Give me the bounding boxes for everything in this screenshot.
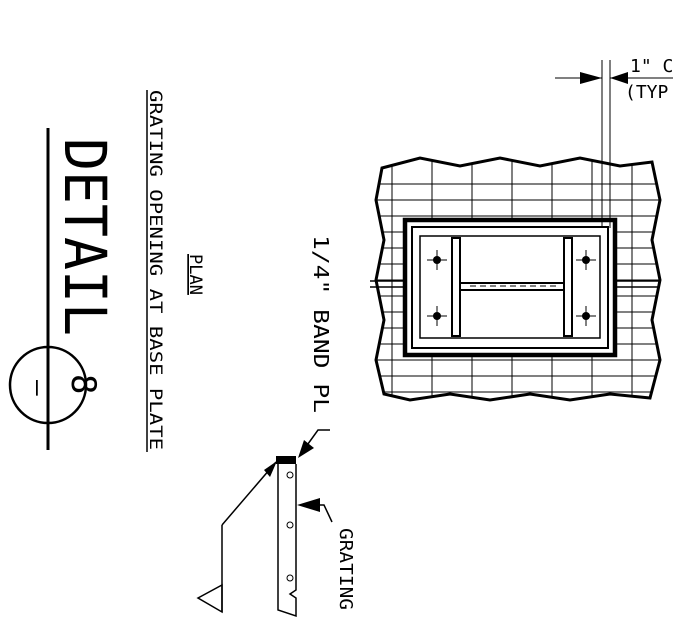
grating-opening	[402, 217, 618, 358]
clearance-label: 1" C	[630, 56, 673, 77]
band-plate-arrow	[298, 440, 314, 458]
grating-arrow	[297, 498, 320, 512]
band-plate-section	[276, 456, 296, 464]
anchor-bolt	[427, 250, 447, 270]
dimension-arrow	[580, 72, 602, 84]
grating-break-outline	[374, 156, 662, 402]
clearance-dimension: 1" C (TYP	[555, 56, 673, 228]
detail-bubble	[8, 345, 88, 425]
anchor-bolt	[427, 306, 447, 326]
band-plate-label: 1/4" BAND PL	[309, 235, 333, 413]
grating-label: GRATING	[335, 528, 356, 610]
detail-description: GRATING OPENING AT BASE PLATE	[145, 90, 165, 450]
grating-leader	[318, 504, 333, 523]
fillet-weld-icon	[196, 583, 223, 614]
grating-bar-dot	[286, 521, 294, 529]
weld-symbol	[196, 461, 277, 614]
grating-bar-dot	[286, 574, 294, 582]
detail-title: DETAIL	[51, 138, 119, 336]
weld-arrow	[264, 461, 277, 477]
detail-number: 8	[63, 374, 103, 394]
grating-edge	[277, 464, 297, 618]
anchor-bolt	[576, 306, 596, 326]
base-plate	[419, 235, 601, 339]
plan-label: PLAN	[185, 254, 205, 295]
detail-title-block: DETAIL 8 – PLAN GRATING OPENING AT BASE …	[8, 90, 205, 452]
grating-section	[276, 456, 297, 618]
sheet-reference: –	[23, 380, 53, 396]
column-flange-right	[563, 237, 573, 337]
column-flange-left	[451, 237, 461, 337]
grating-bar-dot	[286, 471, 294, 479]
dimension-arrow	[610, 72, 628, 84]
grating-plan	[370, 156, 662, 402]
clearance-note: (TYP	[625, 82, 669, 103]
anchor-bolt	[576, 250, 596, 270]
band-plate	[411, 226, 609, 349]
